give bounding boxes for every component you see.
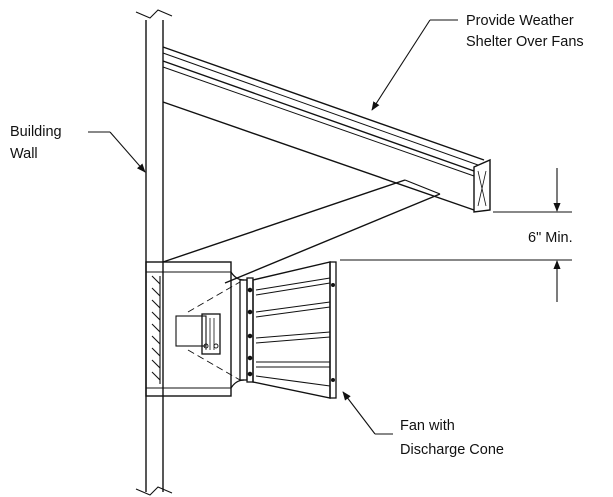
weather-shelter <box>162 46 491 284</box>
leader-fan <box>342 391 393 435</box>
label-fan-line1: Fan with <box>400 418 455 434</box>
clearance-dimension <box>340 168 572 302</box>
fan-housing <box>145 261 245 397</box>
label-shelter-line2: Shelter Over Fans <box>466 34 584 50</box>
discharge-cone <box>252 261 337 399</box>
label-wall-line1: Building <box>10 124 62 140</box>
label-fan-line2: Discharge Cone <box>400 442 504 458</box>
leader-wall <box>88 131 146 173</box>
fan-flange <box>239 277 254 383</box>
label-shelter-line1: Provide Weather <box>466 13 574 29</box>
label-clearance: 6" Min. <box>528 230 573 246</box>
label-wall-line2: Wall <box>10 146 38 162</box>
leader-shelter <box>371 19 458 111</box>
building-wall <box>135 9 173 496</box>
